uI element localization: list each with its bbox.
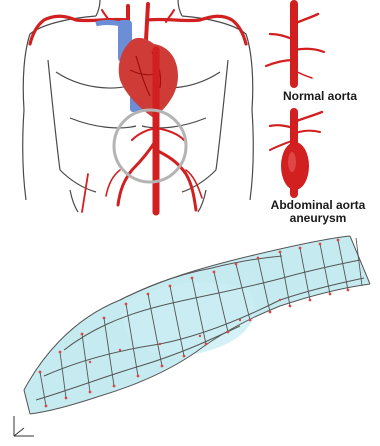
xyz-axes-icon (14, 416, 34, 436)
normal-aorta-label: Normal aorta (262, 89, 378, 103)
heart (119, 38, 178, 118)
torso-illustration (23, 0, 254, 212)
aneurysm-highlight-circle (114, 110, 186, 182)
aneurysm-aorta-diagram (270, 112, 322, 194)
aorta-mesh-model (24, 236, 370, 414)
abdominal-aneurysm-label-line1: Abdominal aorta (256, 198, 380, 212)
abdominal-aneurysm-label-line2: aneurysm (256, 211, 380, 225)
normal-aorta-diagram (266, 4, 324, 84)
